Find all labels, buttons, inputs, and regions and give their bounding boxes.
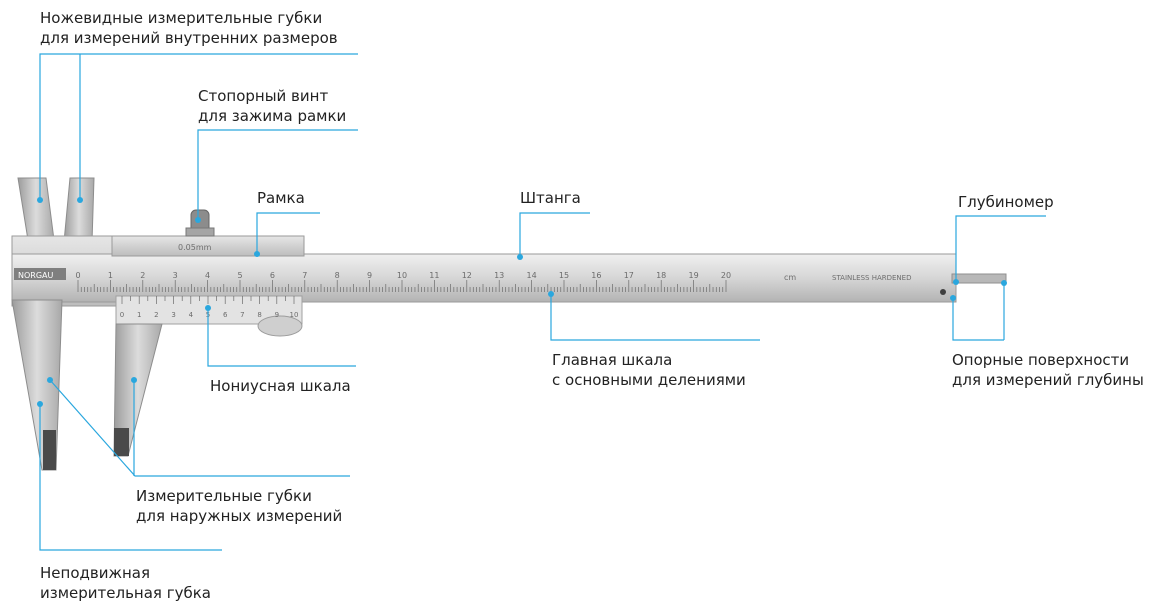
main-scale-number: 0 — [75, 271, 80, 280]
main-scale-number: 12 — [462, 271, 472, 280]
vernier-scale-number: 1 — [137, 311, 141, 319]
main-scale-number: 15 — [559, 271, 569, 280]
main-scale-number: 6 — [270, 271, 275, 280]
label-lock-screw-line2: для зажима рамки — [198, 106, 346, 126]
main-scale-number: 2 — [140, 271, 145, 280]
main-scale-number: 10 — [397, 271, 407, 280]
main-scale-number: 13 — [494, 271, 504, 280]
label-main-scale: Главная шкала с основными делениями — [552, 350, 746, 390]
vernier-scale-number: 9 — [275, 311, 279, 319]
beam-body — [12, 254, 956, 302]
leader-depth-surfaces-a — [953, 298, 1004, 340]
dot-depth-gauge — [953, 279, 959, 285]
vernier-scale-number: 7 — [240, 311, 244, 319]
main-scale-number: 20 — [721, 271, 731, 280]
label-beam: Штанга — [520, 188, 581, 208]
main-scale-number: 18 — [656, 271, 666, 280]
label-depth-gauge-line1: Глубиномер — [958, 192, 1054, 212]
main-scale-number: 16 — [591, 271, 601, 280]
main-scale-number: 14 — [527, 271, 537, 280]
unit-mark: cm — [784, 273, 796, 282]
dot-lock-screw — [195, 217, 201, 223]
label-fixed-jaw: Неподвижная измерительная губка — [40, 563, 211, 603]
label-main-scale-line1: Главная шкала — [552, 350, 746, 370]
label-fixed-jaw-line1: Неподвижная — [40, 563, 211, 583]
label-vernier-line1: Нониусная шкала — [210, 376, 351, 396]
vernier-scale-number: 4 — [189, 311, 194, 319]
label-vernier: Нониусная шкала — [210, 376, 351, 396]
vernier-scale-number: 0 — [120, 311, 124, 319]
vernier-scale-number: 10 — [290, 311, 299, 319]
depth-rod — [952, 274, 1006, 283]
dot-fixed-jaw — [37, 401, 43, 407]
steel-mark: STAINLESS HARDENED — [832, 274, 911, 282]
brand-mark: NORGAU — [18, 271, 54, 280]
main-scale-number: 5 — [237, 271, 242, 280]
label-outer-jaws-line1: Измерительные губки — [136, 486, 342, 506]
label-lock-screw: Стопорный винт для зажима рамки — [198, 86, 346, 126]
lock-screw-base — [186, 228, 214, 236]
fixed-jaw-tip — [43, 430, 56, 470]
leader-beam — [520, 213, 590, 257]
resolution-mark: 0.05mm — [178, 243, 212, 252]
label-beam-line1: Штанга — [520, 188, 581, 208]
leader-depth-gauge — [956, 216, 1046, 282]
label-frame-line1: Рамка — [257, 188, 305, 208]
movable-blade-jaw — [64, 178, 94, 242]
main-scale-number: 9 — [367, 271, 372, 280]
dot-outer-jaw-movable — [131, 377, 137, 383]
main-scale-ticks — [78, 280, 726, 292]
main-scale-number: 19 — [689, 271, 699, 280]
label-outer-jaws-line2: для наружных измерений — [136, 506, 342, 526]
thumb-wheel — [258, 316, 302, 336]
label-main-scale-line2: с основными делениями — [552, 370, 746, 390]
dot-frame — [254, 251, 260, 257]
label-blade-jaws-line2: для измерений внутренних размеров — [40, 28, 338, 48]
movable-jaw-tip — [114, 428, 129, 456]
dot-blade-jaw-fixed — [37, 197, 43, 203]
main-scale-number: 1 — [108, 271, 113, 280]
dot-vernier — [205, 305, 211, 311]
label-fixed-jaw-line2: измерительная губка — [40, 583, 211, 603]
vernier-scale-number: 6 — [223, 311, 228, 319]
main-scale-number: 11 — [429, 271, 439, 280]
label-depth-surfaces-line2: для измерений глубины — [952, 370, 1144, 390]
dot-depth-surface-b — [1001, 280, 1007, 286]
label-lock-screw-line1: Стопорный винт — [198, 86, 346, 106]
label-depth-surfaces-line1: Опорные поверхности — [952, 350, 1144, 370]
main-scale-number: 8 — [335, 271, 340, 280]
fixed-blade-jaw — [18, 178, 54, 240]
main-scale-number: 17 — [624, 271, 634, 280]
vernier-scale-number: 3 — [171, 311, 175, 319]
label-outer-jaws: Измерительные губки для наружных измерен… — [136, 486, 342, 526]
dot-blade-jaw-movable — [77, 197, 83, 203]
label-frame: Рамка — [257, 188, 305, 208]
label-depth-gauge: Глубиномер — [958, 192, 1054, 212]
dot-depth-surface-a — [950, 295, 956, 301]
depth-screw — [940, 289, 946, 295]
dot-beam — [517, 254, 523, 260]
vernier-scale-number: 8 — [257, 311, 261, 319]
dot-main-scale — [548, 291, 554, 297]
label-blade-jaws-line1: Ножевидные измерительные губки — [40, 8, 338, 28]
label-depth-surfaces: Опорные поверхности для измерений глубин… — [952, 350, 1144, 390]
main-scale-number: 7 — [302, 271, 307, 280]
vernier-scale-number: 2 — [154, 311, 158, 319]
dot-outer-jaw-fixed — [47, 377, 53, 383]
main-scale-number: 3 — [173, 271, 178, 280]
label-blade-jaws: Ножевидные измерительные губки для измер… — [40, 8, 338, 48]
main-scale-number: 4 — [205, 271, 210, 280]
